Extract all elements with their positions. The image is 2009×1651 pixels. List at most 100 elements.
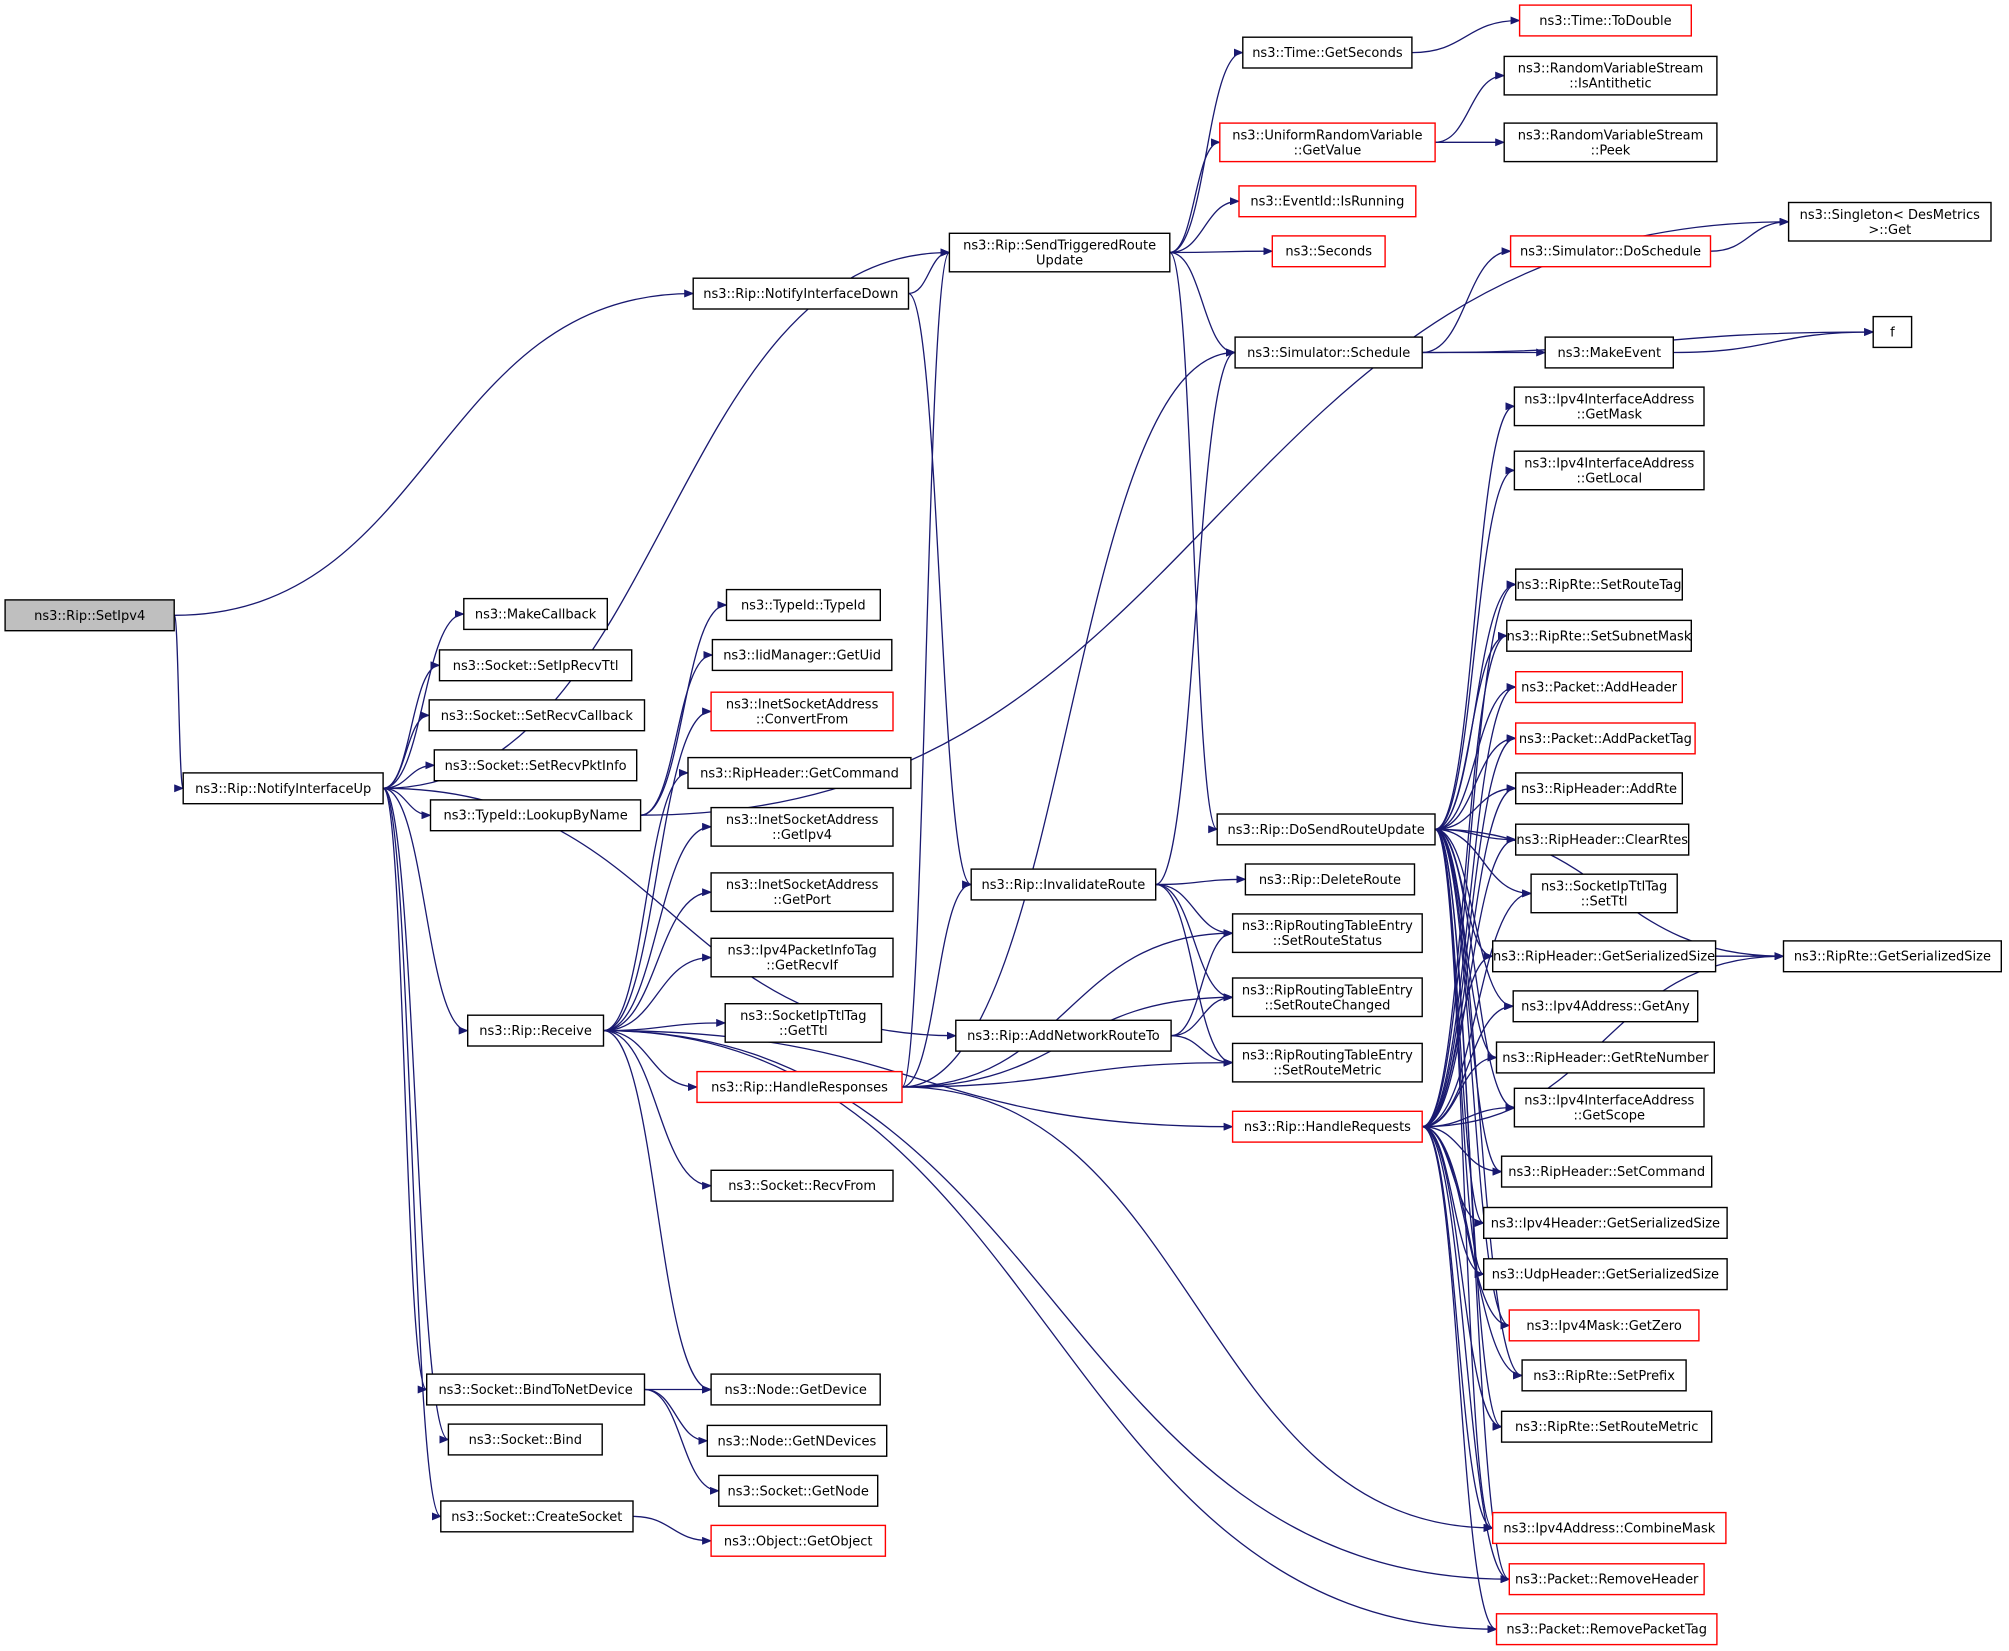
node-typeid[interactable]: ns3::TypeId::TypeId xyxy=(725,588,882,622)
node-getipv4[interactable]: ns3::InetSocketAddress::GetIpv4 xyxy=(710,806,894,847)
node-setttl[interactable]: ns3::SocketIpTtlTag::SetTtl xyxy=(1530,873,1678,914)
node-createsocket[interactable]: ns3::Socket::CreateSocket xyxy=(440,1500,634,1533)
node-addrte[interactable]: ns3::RipHeader::AddRte xyxy=(1514,772,1683,805)
edge-handlereq-to-combinemask xyxy=(1421,1126,1494,1532)
edge-addnetroute-to-setroutechanged xyxy=(1171,993,1234,1037)
node-isrunning[interactable]: ns3::EventId::IsRunning xyxy=(1238,185,1417,218)
node-getany[interactable]: ns3::Ipv4Address::GetAny xyxy=(1512,990,1699,1023)
node-todouble[interactable]: ns3::Time::ToDouble xyxy=(1518,4,1692,37)
node-ifdown[interactable]: ns3::Rip::NotifyInterfaceDown xyxy=(692,277,910,310)
node-setroutestatus[interactable]: ns3::RipRoutingTableEntry::SetRouteStatu… xyxy=(1231,913,1423,954)
edge-handleresp-to-schedule xyxy=(901,348,1237,1088)
node-getuid[interactable]: ns3::IidManager::GetUid xyxy=(711,638,893,672)
node-label: ns3::RipRte::SetRouteMetric xyxy=(1515,1420,1698,1435)
node-getseconds[interactable]: ns3::Time::GetSeconds xyxy=(1242,36,1413,69)
edge-handlereq-to-setsubnetmask xyxy=(1422,631,1508,1128)
node-getnode[interactable]: ns3::Socket::GetNode xyxy=(718,1474,879,1507)
node-box xyxy=(706,1424,888,1457)
node-handlereq[interactable]: ns3::Rip::HandleRequests xyxy=(1231,1110,1423,1143)
node-getport[interactable]: ns3::InetSocketAddress::GetPort xyxy=(710,872,894,913)
node-label: ::Peek xyxy=(1591,143,1631,158)
node-bind[interactable]: ns3::Socket::Bind xyxy=(447,1423,603,1456)
edge-handlereq-to-getscope xyxy=(1422,1103,1516,1128)
node-setrecvcb[interactable]: ns3::Socket::SetRecvCallback xyxy=(428,699,646,732)
node-setroutechanged[interactable]: ns3::RipRoutingTableEntry::SetRouteChang… xyxy=(1231,977,1423,1018)
node-setiprecvttl[interactable]: ns3::Socket::SetIpRecvTtl xyxy=(438,649,633,682)
node-setsubnetmask[interactable]: ns3::RipRte::SetSubnetMask xyxy=(1506,619,1693,652)
node-addheader[interactable]: ns3::Packet::AddHeader xyxy=(1514,671,1683,704)
node-box xyxy=(1544,336,1674,369)
node-box xyxy=(1513,450,1705,491)
node-singleton[interactable]: ns3::Singleton< DesMetrics>::Get xyxy=(1787,201,1992,242)
node-getvalue[interactable]: ns3::UniformRandomVariable::GetValue xyxy=(1219,122,1436,163)
edge-dosend-to-addrte xyxy=(1434,784,1517,830)
node-getlocal[interactable]: ns3::Ipv4InterfaceAddress::GetLocal xyxy=(1513,450,1705,491)
node-convertfrom[interactable]: ns3::InetSocketAddress::ConvertFrom xyxy=(710,691,894,732)
node-label: ns3::Socket::CreateSocket xyxy=(451,1510,622,1525)
node-box xyxy=(440,1500,634,1533)
node-receive[interactable]: ns3::Rip::Receive xyxy=(467,1014,605,1047)
node-recvfrom[interactable]: ns3::Socket::RecvFrom xyxy=(710,1169,894,1202)
node-setroutemetric[interactable]: ns3::RipRoutingTableEntry::SetRouteMetri… xyxy=(1231,1042,1423,1083)
node-makeevent[interactable]: ns3::MakeEvent xyxy=(1544,336,1674,369)
node-invalidate[interactable]: ns3::Rip::InvalidateRoute xyxy=(970,868,1157,901)
node-peek[interactable]: ns3::RandomVariableStream::Peek xyxy=(1503,122,1718,163)
node-label: ns3::Rip::DeleteRoute xyxy=(1259,873,1401,888)
edge-handlereq-to-setroutetag xyxy=(1422,580,1517,1128)
node-getndevices[interactable]: ns3::Node::GetNDevices xyxy=(706,1424,888,1457)
node-box xyxy=(1482,1258,1728,1291)
node-udpheadersize[interactable]: ns3::UdpHeader::GetSerializedSize xyxy=(1482,1258,1728,1291)
node-handleresp[interactable]: ns3::Rip::HandleResponses xyxy=(696,1070,903,1104)
edge-createsocket-to-getobject xyxy=(632,1515,713,1545)
node-schedule[interactable]: ns3::Simulator::Schedule xyxy=(1234,336,1423,369)
node-setprefix[interactable]: ns3::RipRte::SetPrefix xyxy=(1521,1359,1687,1392)
edge-dosend-to-addheader xyxy=(1434,683,1517,830)
node-getrecvif[interactable]: ns3::Ipv4PacketInfoTag::GetRecvIf xyxy=(710,937,894,978)
node-getrtenumber[interactable]: ns3::RipHeader::GetRteNumber xyxy=(1495,1041,1716,1074)
node-isanti[interactable]: ns3::RandomVariableStream::IsAntithetic xyxy=(1503,55,1718,96)
node-doschedule[interactable]: ns3::Simulator::DoSchedule xyxy=(1509,235,1712,268)
node-f[interactable]: f xyxy=(1872,315,1913,349)
edge-sendtrig-to-schedule xyxy=(1169,251,1237,357)
edge-dosend-to-getzero xyxy=(1434,828,1511,1330)
node-makecallback[interactable]: ns3::MakeCallback xyxy=(463,597,608,631)
node-label: ns3::Rip::SetIpv4 xyxy=(34,609,145,624)
node-getzero[interactable]: ns3::Ipv4Mask::GetZero xyxy=(1508,1309,1700,1342)
node-dosend[interactable]: ns3::Rip::DoSendRouteUpdate xyxy=(1216,813,1436,846)
node-box xyxy=(1521,1359,1687,1392)
node-ipv4headersize[interactable]: ns3::Ipv4Header::GetSerializedSize xyxy=(1482,1206,1728,1239)
node-addnetroute[interactable]: ns3::Rip::AddNetworkRouteTo xyxy=(955,1019,1172,1052)
node-label: ns3::Socket::SetRecvCallback xyxy=(441,709,634,724)
node-deleteroute[interactable]: ns3::Rip::DeleteRoute xyxy=(1244,863,1416,896)
node-label: ::GetTtl xyxy=(779,1024,828,1039)
node-setcommand[interactable]: ns3::RipHeader::SetCommand xyxy=(1500,1155,1713,1188)
node-getscope[interactable]: ns3::Ipv4InterfaceAddress::GetScope xyxy=(1513,1087,1705,1128)
node-label: ns3::Time::GetSeconds xyxy=(1252,46,1403,61)
node-setroutemetric2[interactable]: ns3::RipRte::SetRouteMetric xyxy=(1500,1410,1713,1443)
node-getmask[interactable]: ns3::Ipv4InterfaceAddress::GetMask xyxy=(1513,386,1705,427)
node-clearrtes[interactable]: ns3::RipHeader::ClearRtes xyxy=(1514,823,1690,856)
node-label: ns3::MakeCallback xyxy=(475,608,597,623)
node-ifup[interactable]: ns3::Rip::NotifyInterfaceUp xyxy=(182,772,384,805)
node-getobject[interactable]: ns3::Object::GetObject xyxy=(710,1524,887,1557)
node-lookup[interactable]: ns3::TypeId::LookupByName xyxy=(429,799,642,832)
node-label: ::GetRecvIf xyxy=(766,959,838,974)
node-label: ns3::Simulator::Schedule xyxy=(1247,346,1410,361)
node-addpackettag[interactable]: ns3::Packet::AddPacketTag xyxy=(1514,722,1696,755)
node-combinemask[interactable]: ns3::Ipv4Address::CombineMask xyxy=(1491,1511,1727,1545)
node-riprtesize[interactable]: ns3::RipRte::GetSerializedSize xyxy=(1782,940,2003,973)
node-setipv4[interactable]: ns3::Rip::SetIpv4 xyxy=(4,599,175,632)
node-seconds[interactable]: ns3::Seconds xyxy=(1271,235,1386,268)
node-setrecvpkt[interactable]: ns3::Socket::SetRecvPktInfo xyxy=(433,749,638,782)
node-ripheadersize[interactable]: ns3::RipHeader::GetSerializedSize xyxy=(1491,940,1717,973)
node-setroutetag[interactable]: ns3::RipRte::SetRouteTag xyxy=(1514,568,1683,601)
node-getdevice[interactable]: ns3::Node::GetDevice xyxy=(710,1373,881,1406)
node-bindtonetdev[interactable]: ns3::Socket::BindToNetDevice xyxy=(426,1373,646,1406)
node-getttl[interactable]: ns3::SocketIpTtlTag::GetTtl xyxy=(724,1003,883,1043)
node-label: f xyxy=(1890,326,1895,341)
node-getcommand[interactable]: ns3::RipHeader::GetCommand xyxy=(687,756,912,790)
node-removepackettag[interactable]: ns3::Packet::RemovePacketTag xyxy=(1495,1613,1718,1646)
node-removeheader[interactable]: ns3::Packet::RemoveHeader xyxy=(1508,1563,1705,1596)
node-label: ns3::Socket::SetRecvPktInfo xyxy=(445,759,627,774)
